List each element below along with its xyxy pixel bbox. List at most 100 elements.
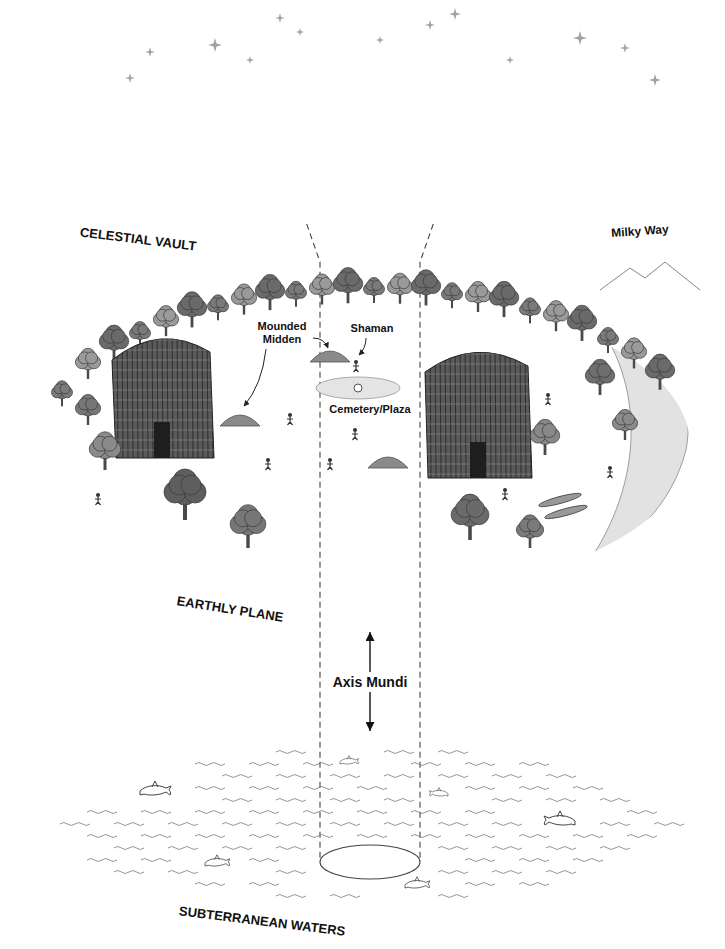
wave-line [600, 847, 630, 850]
star [393, 163, 403, 173]
thatch-line [112, 340, 214, 341]
wave-line [627, 835, 657, 838]
wave-line [141, 811, 171, 814]
longhouse-door [470, 442, 486, 478]
thatch-line [147, 320, 148, 458]
thatch-line [425, 414, 532, 415]
thatch-line [207, 320, 208, 458]
plane-outline [0, 262, 725, 628]
person-head [503, 488, 507, 492]
wave-line [600, 799, 630, 802]
thatch-line [455, 334, 456, 478]
tree-canopy [527, 519, 540, 532]
earth-scene [52, 262, 701, 560]
leader-line [313, 338, 328, 348]
tree [153, 306, 178, 337]
tree [231, 284, 256, 315]
person-head [288, 413, 292, 417]
tree-canopy [554, 304, 566, 316]
tree [52, 381, 73, 407]
tree [451, 494, 489, 540]
tree-canopy [189, 296, 203, 310]
tree-canopy [423, 274, 437, 288]
wave-line [330, 775, 360, 778]
wave-line [546, 871, 576, 874]
thatch-line [425, 334, 532, 335]
tree-canopy [597, 364, 611, 378]
wave-line [222, 775, 252, 778]
thatch-line [122, 320, 123, 458]
tree [75, 348, 100, 379]
longhouse-thatch [425, 334, 532, 478]
wave-line [357, 787, 387, 790]
longhouse-door [154, 422, 170, 458]
wave-line [519, 763, 549, 766]
star [88, 155, 102, 169]
tree [411, 270, 440, 306]
plaza [316, 377, 400, 399]
tree [286, 281, 307, 307]
thatch-line [202, 320, 203, 458]
milky-way-line [48, 96, 296, 140]
river [588, 312, 688, 560]
thatch-line [520, 334, 521, 478]
star [506, 186, 514, 194]
wave-line [492, 847, 522, 850]
tree [465, 281, 490, 312]
tree-canopy [623, 413, 635, 425]
star [558, 191, 572, 205]
plane-region: EARTHLY PLANE [0, 262, 725, 628]
wave-line [384, 799, 414, 802]
person-body [353, 364, 359, 372]
tree [516, 515, 543, 548]
milky-way-band [48, 78, 700, 212]
wave-line [222, 823, 252, 826]
milky-way-line [455, 132, 690, 212]
person-head [96, 493, 100, 497]
wave-line [222, 847, 252, 850]
wave-line [573, 859, 603, 862]
wave-line [276, 775, 306, 778]
leader-lines [244, 338, 366, 406]
midden-mound [368, 457, 408, 468]
thatch-line [525, 334, 526, 478]
tree [387, 273, 412, 304]
wave-line [465, 859, 495, 862]
wave-line [195, 883, 225, 886]
tree [585, 359, 614, 395]
star [449, 8, 461, 20]
star [266, 156, 274, 164]
plane-name: CELESTIAL VAULT [79, 225, 197, 254]
wave-line [357, 835, 387, 838]
wave-line [141, 835, 171, 838]
wave-line [222, 799, 252, 802]
plane-name-anchor: SUBTERRANEAN WATERS [178, 904, 346, 939]
thatch-line [425, 424, 532, 425]
thatch-line [112, 370, 214, 371]
person-figure [545, 393, 551, 405]
wave-line [168, 871, 198, 874]
star [376, 36, 384, 44]
label-anchor: Mounded Midden [251, 320, 313, 345]
wave-line [438, 895, 468, 898]
wave-line [465, 883, 495, 886]
wave-line [465, 835, 495, 838]
tree [177, 292, 206, 328]
tree-canopy [111, 329, 125, 343]
thatch-line [112, 400, 214, 401]
feature-label: Cemetery/Plaza [327, 403, 412, 416]
tree [75, 394, 100, 425]
thatch-line [112, 420, 214, 421]
thatch-line [425, 384, 532, 385]
wave-line [276, 847, 306, 850]
star-field [36, 8, 697, 220]
plane-outline [0, 735, 725, 949]
label-anchor: Shaman [349, 322, 396, 335]
thatch-line [152, 320, 153, 458]
wave-line [438, 775, 468, 778]
star [465, 205, 475, 215]
person-body [502, 492, 508, 500]
plane-region: CELESTIAL VAULT [0, 0, 725, 258]
